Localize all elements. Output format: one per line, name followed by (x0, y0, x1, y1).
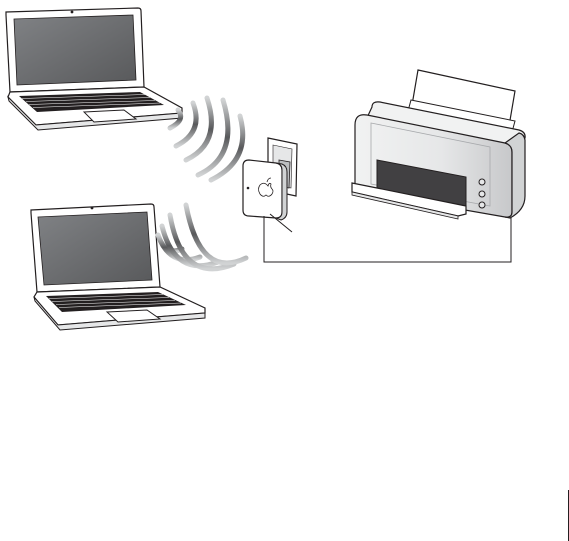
cable-link (264, 210, 511, 262)
wifi-waves-icon (170, 98, 243, 180)
laptop-top (6, 8, 182, 130)
printer-icon (352, 70, 525, 219)
wireless-signal-top (170, 98, 243, 180)
wifi-waves-icon (158, 205, 246, 269)
laptop-icon (6, 8, 182, 130)
laptop-bottom (31, 204, 205, 330)
wireless-signal-bottom (158, 205, 246, 269)
base-station (243, 138, 297, 220)
printer (352, 70, 525, 219)
laptop-icon (31, 204, 205, 330)
cable-base-to-printer (264, 210, 511, 262)
airport-express-icon (243, 160, 287, 220)
printer-buttons (479, 179, 485, 208)
